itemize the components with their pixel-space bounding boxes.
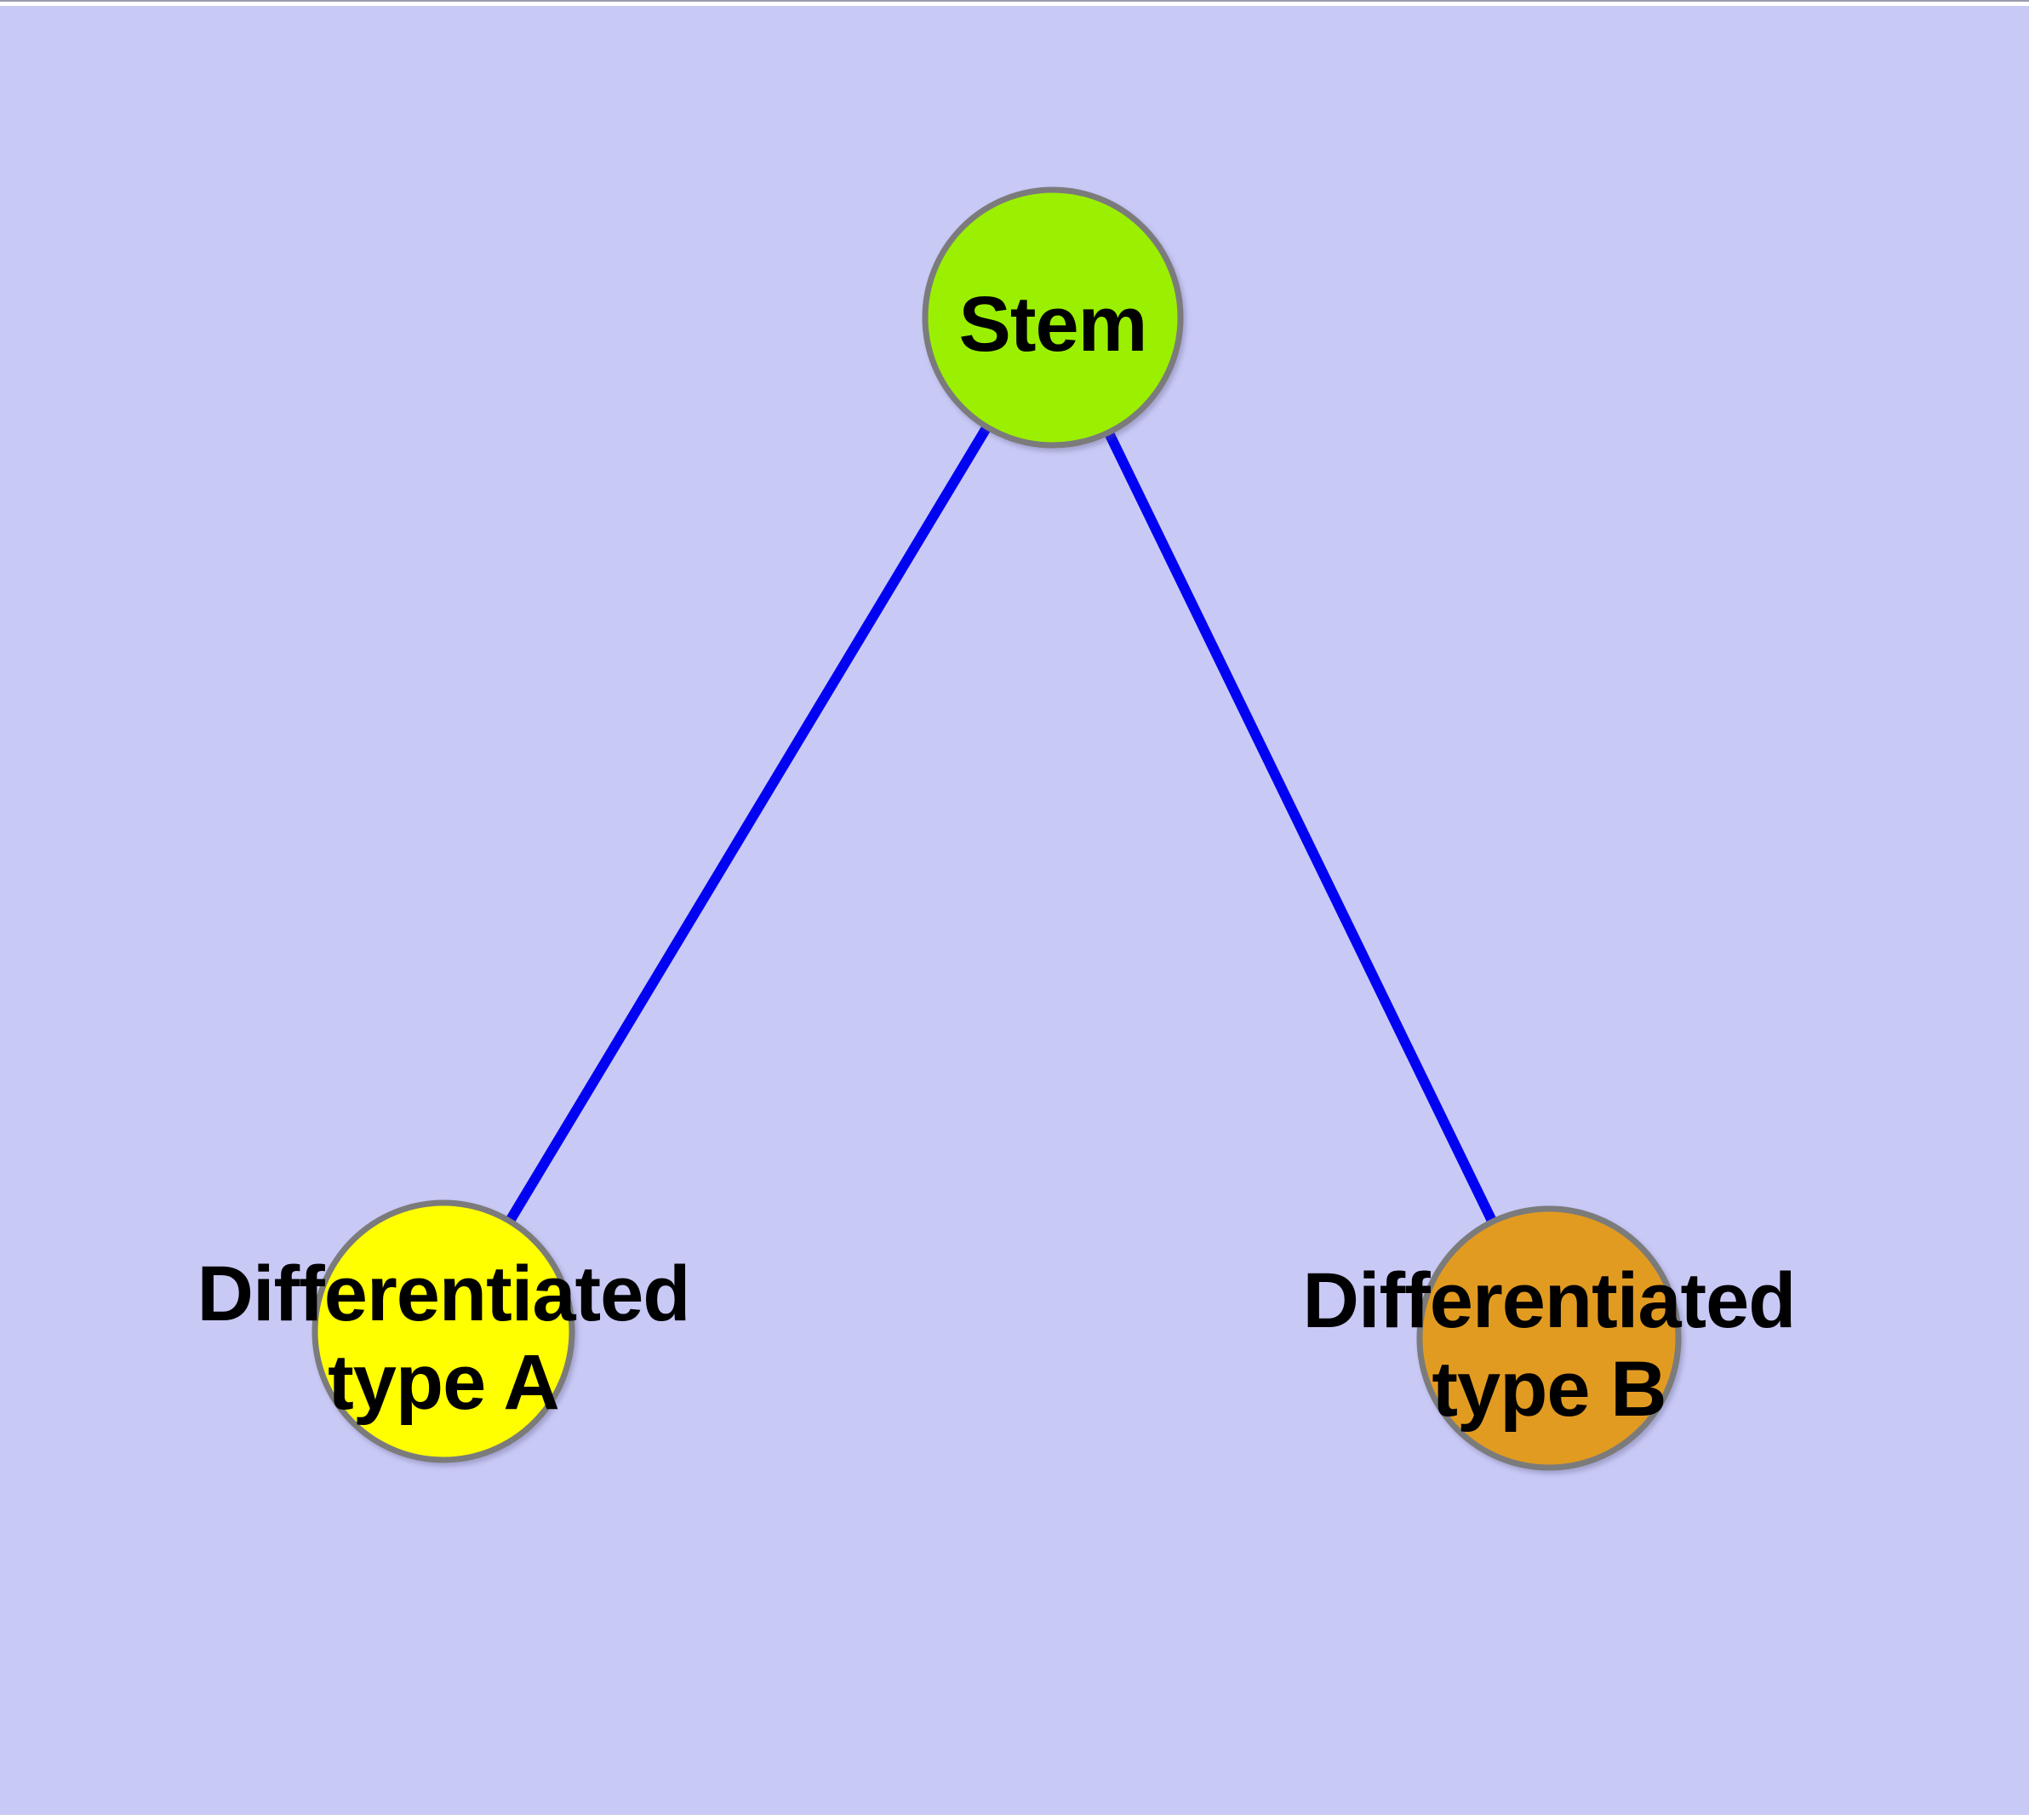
node-diff-b [1416,1205,1682,1471]
graph-svg [0,6,2029,1815]
edge-stem-diff-b [1048,315,1554,1341]
node-diff-a [311,1199,575,1463]
edge-stem-diff-a [438,314,1058,1335]
node-stem [922,186,1184,449]
top-hairline [0,0,2029,2]
graph-canvas: Stem Differentiated type A Differentiate… [0,6,2029,1815]
